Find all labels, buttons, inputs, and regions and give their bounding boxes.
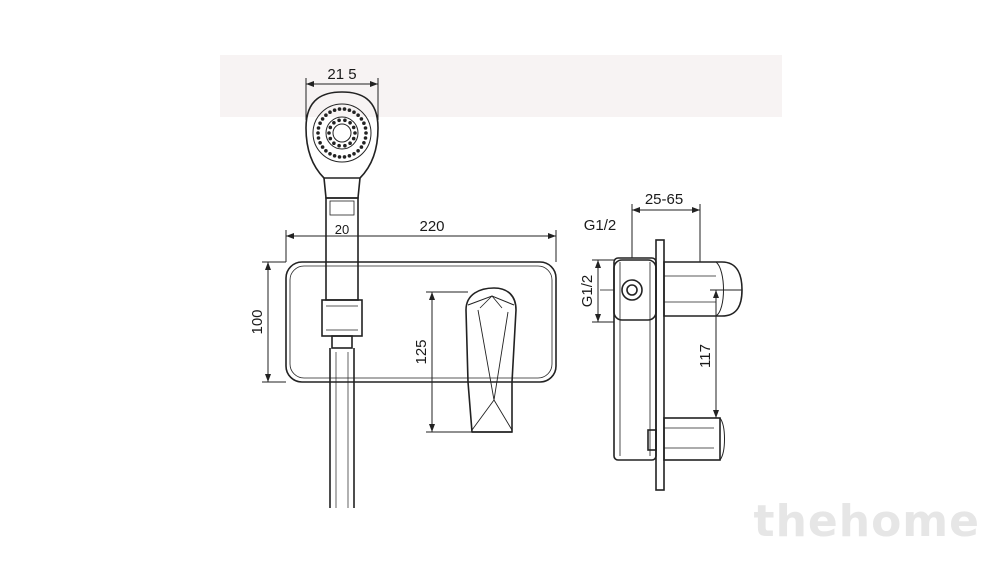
nozzle-dot	[353, 131, 357, 135]
nozzle-dots	[316, 107, 368, 159]
side-lever	[663, 261, 743, 317]
wall-plate-inner	[289, 265, 553, 379]
wall-plate	[285, 261, 557, 383]
nozzle-dot	[356, 113, 360, 117]
label-plate-width: 220	[419, 218, 444, 235]
nozzle-dot	[343, 118, 347, 123]
nozzle-dot	[328, 110, 332, 114]
nozzle-dot	[351, 125, 356, 130]
nozzle-dot	[332, 154, 337, 158]
dimension-lines	[262, 78, 557, 433]
nozzle-dot	[332, 141, 336, 145]
nozzle-dot	[359, 117, 364, 121]
nozzle-dot	[318, 141, 322, 145]
nozzle-dot	[359, 145, 364, 149]
side-outlet	[647, 417, 725, 461]
nozzle-dot	[363, 136, 368, 140]
nozzle-dot	[348, 141, 352, 145]
background-band	[220, 55, 782, 117]
nozzle-dot	[332, 108, 337, 112]
nozzle-dot	[337, 143, 341, 148]
side-view	[600, 239, 743, 491]
nozzle-dot	[316, 136, 321, 140]
nozzle-dot	[318, 121, 322, 125]
nozzle-dot	[327, 131, 331, 135]
nozzle-dot	[320, 145, 325, 149]
label-shower-head-width: 21 5	[327, 66, 356, 83]
nozzle-dot	[337, 155, 342, 159]
side-dimension-arrows	[595, 207, 719, 418]
label-thread-side: G1/2	[579, 275, 596, 308]
label-side-depth: 25-65	[645, 191, 683, 208]
nozzle-dot	[328, 136, 333, 141]
nozzle-dot	[352, 110, 356, 114]
front-view	[285, 91, 557, 508]
nozzle-dot	[332, 121, 336, 125]
nozzle-dot	[342, 155, 347, 159]
nozzle-dot	[342, 107, 347, 111]
nozzle-dot	[348, 121, 352, 125]
label-spout-height: 125	[413, 339, 430, 364]
mixer-lever	[465, 287, 517, 433]
nozzle-dot	[362, 121, 366, 125]
dimension-arrows	[265, 81, 556, 432]
nozzle-dot	[352, 152, 356, 156]
shower-hose	[329, 348, 355, 508]
nozzle-dot	[328, 152, 332, 156]
nozzle-dot	[347, 108, 352, 112]
nozzle-dot	[362, 141, 366, 145]
nozzle-dot	[364, 131, 368, 135]
shower-handle	[321, 177, 363, 349]
nozzle-dot	[343, 143, 347, 148]
label-plate-height: 100	[249, 309, 266, 334]
nozzle-dot	[316, 126, 321, 130]
watermark-text: thehome	[754, 496, 980, 547]
nozzle-dot	[363, 126, 368, 130]
cover-plate-side	[655, 239, 665, 491]
nozzle-dot	[324, 149, 328, 153]
nozzle-dot	[316, 131, 320, 135]
nozzle-dot	[337, 118, 341, 123]
label-handle-width: 20	[335, 222, 349, 237]
nozzle-dot	[347, 154, 352, 158]
label-lever-offset: 117	[697, 344, 714, 368]
nozzle-dot	[320, 117, 325, 121]
nozzle-dot	[328, 125, 333, 130]
nozzle-dot	[351, 136, 356, 141]
shower-head	[305, 91, 379, 179]
nozzle-dot	[337, 107, 342, 111]
nozzle-dot	[356, 149, 360, 153]
side-dimension-lines	[592, 204, 742, 418]
nozzle-dot	[324, 113, 328, 117]
valve-body	[600, 257, 657, 461]
label-thread-top: G1/2	[584, 217, 617, 234]
